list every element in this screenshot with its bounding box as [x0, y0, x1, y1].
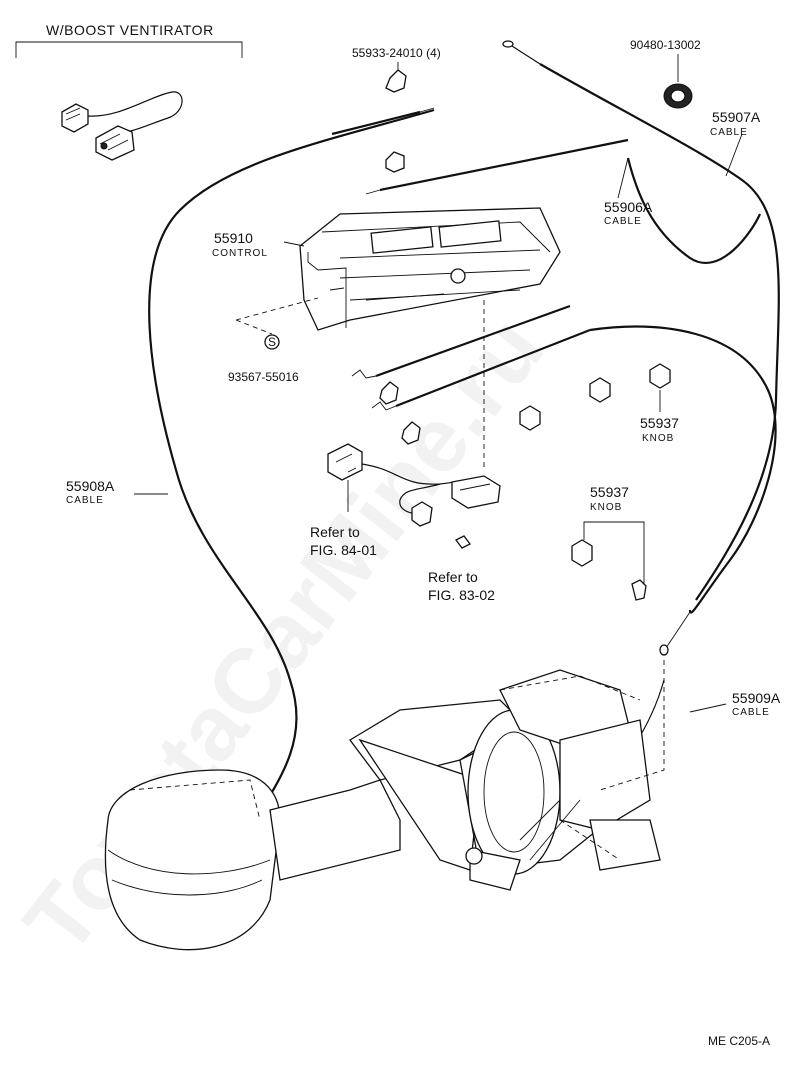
part-number-93567: 93567-55016	[228, 370, 299, 384]
part-type-55909A: CABLE	[732, 707, 770, 718]
ref-83-02-line2: FIG. 83-02	[428, 587, 495, 603]
screw-symbol: S	[268, 335, 276, 349]
heater-control-55910: 55910 CONTROL	[212, 207, 561, 331]
cable-55906A: 55906A CABLE	[604, 157, 762, 265]
part-type-55906A: CABLE	[604, 216, 642, 227]
knob-55937-upper: 55937 KNOB	[519, 363, 679, 444]
wire-harness: Refer to FIG. 84-01	[310, 443, 501, 558]
cable-55908A: 55908A CABLE	[66, 108, 435, 843]
heater-blower-unit	[104, 660, 665, 951]
part-number-55910: 55910	[214, 230, 253, 246]
ref-83-02-group: Refer to FIG. 83-02	[428, 535, 495, 603]
screw-93567: S 93567-55016	[228, 297, 319, 384]
ref-84-01-line1: Refer to	[310, 524, 360, 540]
part-number-55909A: 55909A	[732, 690, 781, 706]
grommet-90480: 90480-13002	[630, 38, 701, 109]
header-label: W/BOOST VENTIRATOR	[46, 22, 214, 38]
clip-55933: 55933-24010 (4)	[352, 46, 441, 173]
ref-84-01-line2: FIG. 84-01	[310, 542, 377, 558]
knob-55937-lower: 55937 KNOB	[571, 484, 647, 601]
boost-ventilator-group: W/BOOST VENTIRATOR	[15, 22, 243, 58]
part-type-55910: CONTROL	[212, 248, 268, 259]
part-number-90480: 90480-13002	[630, 38, 701, 52]
part-type-55907A: CABLE	[710, 127, 748, 138]
boost-switch	[61, 91, 183, 161]
cable-55907A: 55907A CABLE	[502, 40, 780, 601]
control-cable-ends	[351, 300, 591, 470]
part-number-55908A: 55908A	[66, 478, 115, 494]
part-number-55937-b: 55937	[590, 484, 629, 500]
part-number-55937-a: 55937	[640, 415, 679, 431]
part-number-55906A: 55906A	[604, 199, 653, 215]
part-number-55933: 55933-24010 (4)	[352, 46, 441, 60]
cable-segment-upper	[331, 110, 421, 136]
part-type-55937-b: KNOB	[590, 502, 622, 513]
part-type-55908A: CABLE	[66, 495, 104, 506]
part-type-55937-a: KNOB	[642, 433, 674, 444]
part-number-55907A: 55907A	[712, 109, 761, 125]
diagram-code: ME C205-A	[708, 1034, 770, 1048]
cable-segment-lower	[379, 138, 629, 192]
ref-83-02-line1: Refer to	[428, 569, 478, 585]
